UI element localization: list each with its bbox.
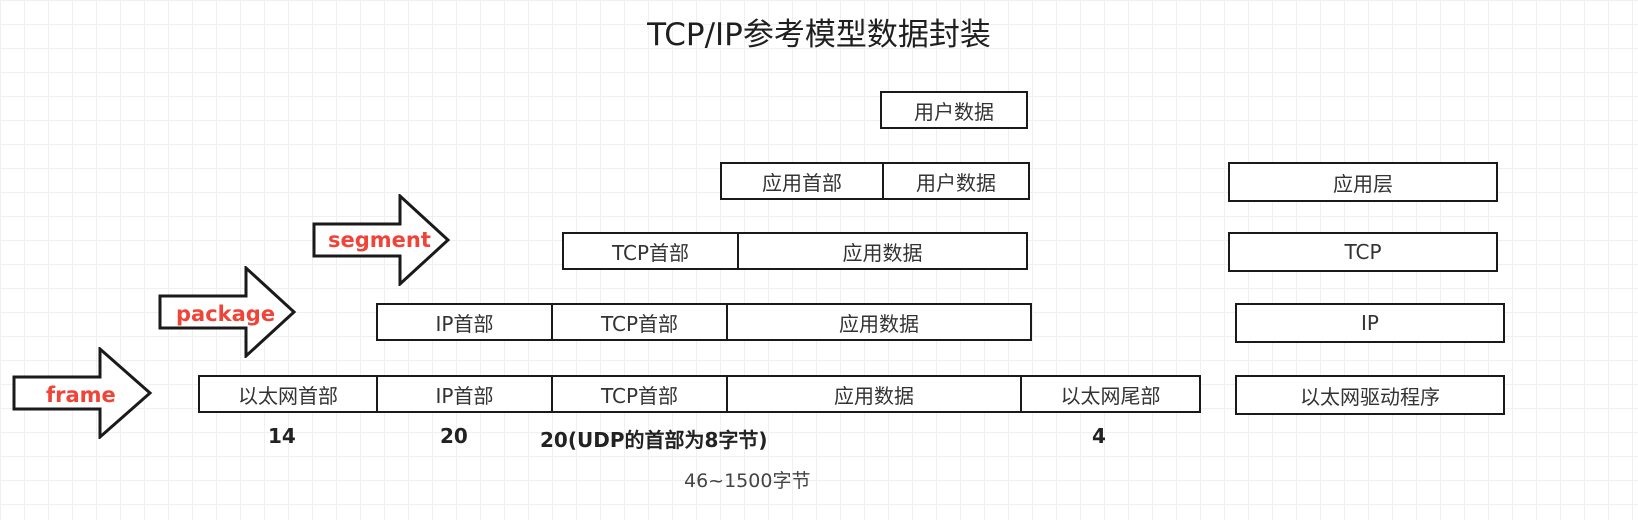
layer-ethernet-driver: 以太网驱动程序 bbox=[1235, 375, 1505, 415]
row-application: 应用首部 用户数据 bbox=[720, 162, 1030, 200]
size-ip-header: 20 bbox=[440, 424, 468, 448]
size-tcp-header: 20(UDP的首部为8字节) bbox=[540, 428, 768, 452]
payload-size-range: 46~1500字节 bbox=[684, 470, 811, 492]
cell-tcp-header: TCP首部 bbox=[551, 375, 728, 413]
layer-tcp: TCP bbox=[1228, 232, 1498, 272]
arrow-segment-label: segment bbox=[328, 228, 431, 252]
row-user-data: 用户数据 bbox=[880, 91, 1028, 129]
layer-ip: IP bbox=[1235, 303, 1505, 343]
cell-ip-header: IP首部 bbox=[376, 303, 553, 341]
size-eth-trailer: 4 bbox=[1092, 424, 1106, 448]
arrow-package-icon bbox=[158, 266, 297, 358]
cell-eth-header: 以太网首部 bbox=[198, 375, 378, 413]
row-tcp-segment: TCP首部 应用数据 bbox=[562, 232, 1028, 270]
arrow-frame-icon bbox=[12, 347, 153, 439]
row-ip-package: IP首部 TCP首部 应用数据 bbox=[376, 303, 1032, 341]
row-ethernet-frame: 以太网首部 IP首部 TCP首部 应用数据 以太网尾部 bbox=[198, 375, 1201, 413]
size-eth-header: 14 bbox=[268, 424, 296, 448]
arrow-package-label: package bbox=[176, 302, 276, 326]
cell-app-data: 应用数据 bbox=[737, 232, 1028, 270]
cell-ip-header: IP首部 bbox=[376, 375, 553, 413]
cell-app-data: 应用数据 bbox=[726, 375, 1022, 413]
layer-application: 应用层 bbox=[1228, 162, 1498, 202]
cell-user-data: 用户数据 bbox=[882, 162, 1030, 200]
cell-user-data: 用户数据 bbox=[880, 91, 1028, 129]
arrow-frame-label: frame bbox=[46, 383, 116, 407]
arrow-segment-icon bbox=[312, 194, 451, 286]
cell-app-header: 应用首部 bbox=[720, 162, 884, 200]
diagram-title: TCP/IP参考模型数据封装 bbox=[647, 17, 991, 53]
cell-tcp-header: TCP首部 bbox=[551, 303, 728, 341]
cell-app-data: 应用数据 bbox=[726, 303, 1032, 341]
cell-tcp-header: TCP首部 bbox=[562, 232, 739, 270]
cell-eth-trailer: 以太网尾部 bbox=[1020, 375, 1201, 413]
